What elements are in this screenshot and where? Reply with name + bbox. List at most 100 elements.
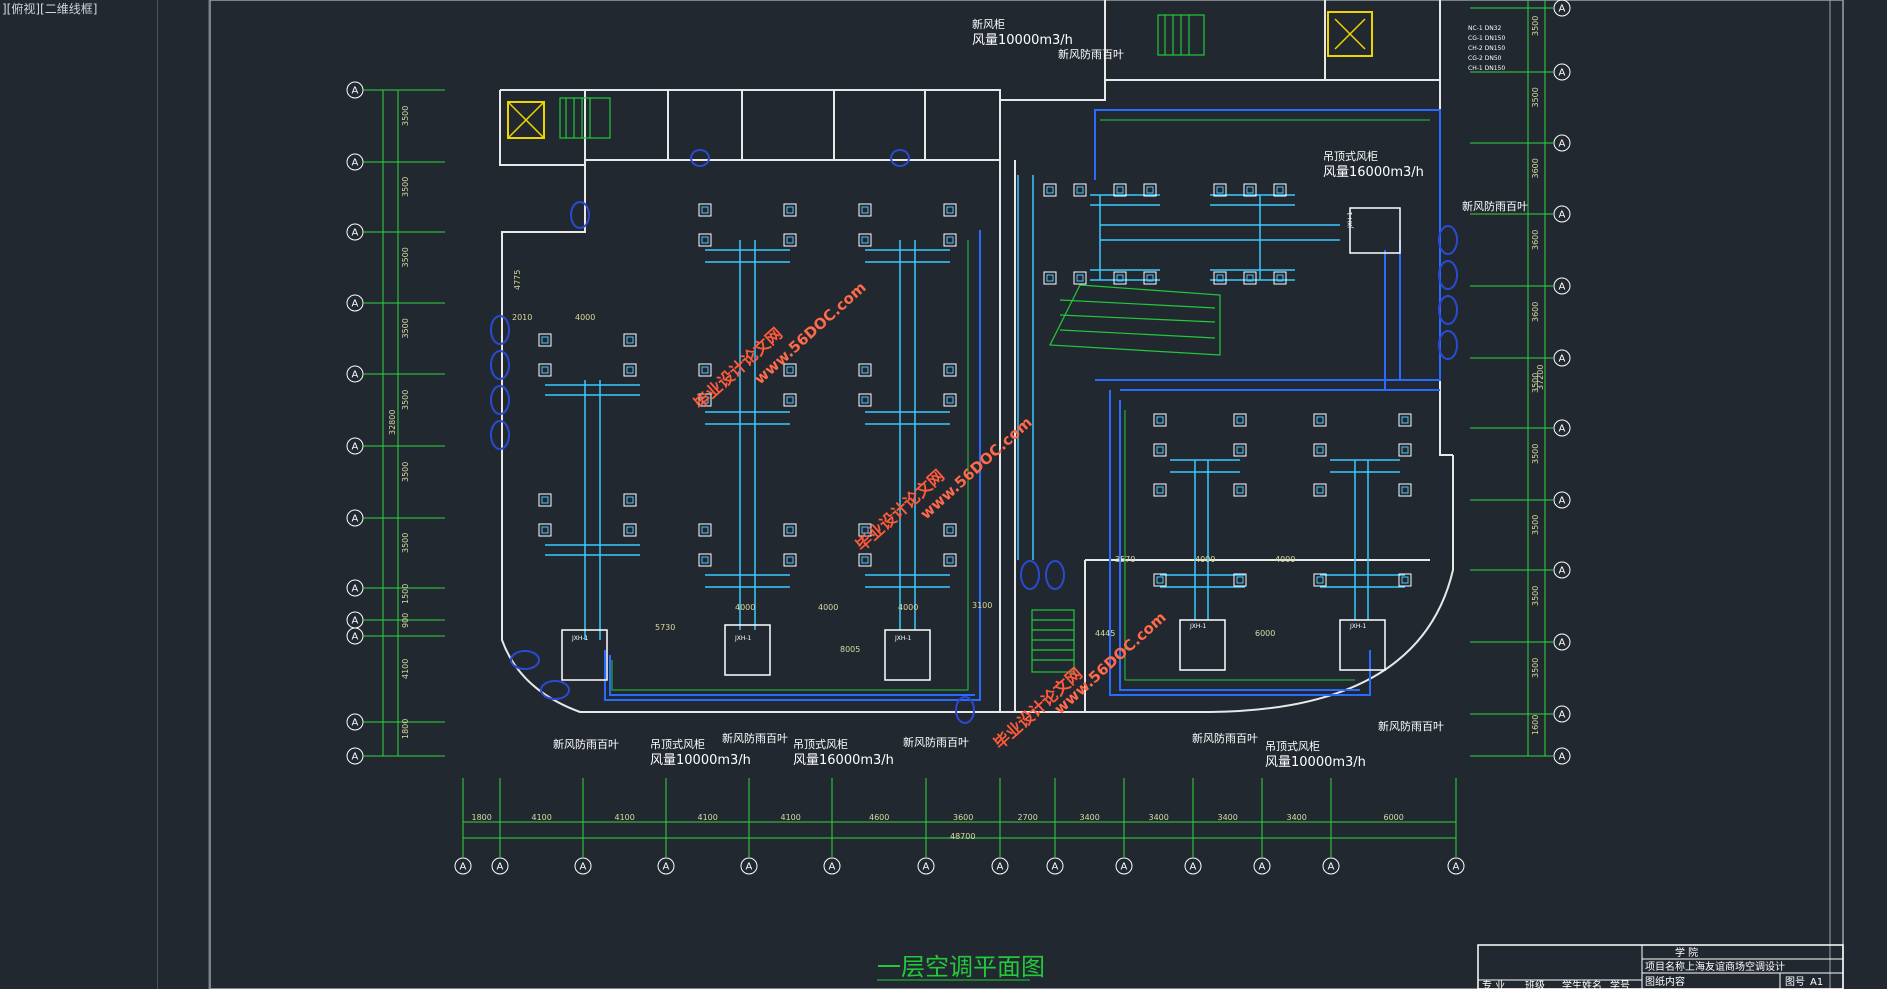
diffuser-10	[698, 363, 712, 377]
svg-text:JXH-1: JXH-1	[1189, 623, 1207, 630]
svg-text:A: A	[1559, 68, 1566, 79]
left-dim-10: 1800	[401, 719, 410, 739]
grid-bubble-right-4: A	[1553, 277, 1571, 295]
svg-text:4000: 4000	[575, 313, 595, 322]
diffuser-28	[943, 363, 957, 377]
diffuser-38	[1273, 183, 1287, 197]
ahu-3: JXH-1	[884, 629, 931, 681]
diffuser-17	[783, 393, 797, 407]
right-dim-4: 3600	[1531, 302, 1540, 322]
svg-text:4000: 4000	[1275, 555, 1295, 564]
bottom-total-dim: 48700	[950, 832, 975, 841]
title-block: 学 院 项目名称 上海友谊商场空调设计 图纸内容 图号 A1 专 业 班级 学生…	[1477, 944, 1844, 989]
grid-bubble-right-10: A	[1553, 705, 1571, 723]
label-louver-br2: 新风防雨百叶	[1378, 719, 1444, 733]
svg-text:6000: 6000	[1255, 629, 1275, 638]
svg-text:A: A	[1453, 862, 1460, 873]
label-ceiling-unit-flow: 风量16000m3/h	[1323, 165, 1424, 180]
svg-text:A: A	[746, 862, 753, 873]
right-dim-9: 3500	[1531, 658, 1540, 678]
diffuser-15	[783, 233, 797, 247]
svg-text:A: A	[580, 862, 587, 873]
diffuser-55	[1398, 413, 1412, 427]
grid-bubble-left-8: A	[346, 611, 364, 629]
right-dim-10: 1600	[1531, 715, 1540, 735]
bottom-dim-3: 4100	[698, 813, 718, 822]
grid-bubble-right-1: A	[1553, 63, 1571, 81]
grid-bubble-left-10: A	[346, 713, 364, 731]
diffuser-34	[1113, 183, 1127, 197]
diffuser-14	[783, 203, 797, 217]
diffuser-48	[1153, 483, 1167, 497]
grid-bubble-left-5: A	[346, 437, 364, 455]
diffuser-43	[1213, 271, 1227, 285]
diffuser-22	[858, 363, 872, 377]
watermarks: 毕业设计论文网 www.56DOC.com 毕业设计论文网 www.56DOC.…	[690, 278, 1170, 753]
svg-text:A: A	[352, 228, 359, 239]
grid-bubble-bottom-1: A	[491, 857, 509, 875]
bottom-dim-8: 3400	[1080, 813, 1100, 822]
left-dim-4: 3500	[401, 390, 410, 410]
diffuser-56	[1398, 443, 1412, 457]
svg-text:A: A	[1559, 710, 1566, 721]
svg-text:A: A	[1052, 862, 1059, 873]
label-fresh-cabinet-top: 新风柜	[972, 17, 1005, 31]
grid-bubble-left-6: A	[346, 509, 364, 527]
svg-text:图号: 图号	[1785, 976, 1805, 988]
bottom-dim-5: 4600	[869, 813, 889, 822]
right-dim-8: 3500	[1531, 586, 1540, 606]
svg-text:JXH-1: JXH-1	[734, 635, 752, 642]
left-dim-2: 3500	[401, 247, 410, 267]
svg-text:4000: 4000	[898, 603, 918, 612]
grid-bubble-bottom-13: A	[1447, 857, 1465, 875]
label-ceiling-unit: 吊顶式风柜	[1323, 150, 1378, 163]
label-ceiling-bl: 吊顶式风柜	[650, 738, 705, 751]
grid-bubble-bottom-0: A	[454, 857, 472, 875]
diffuser-5	[623, 363, 637, 377]
grid-bubble-bottom-3: A	[657, 857, 675, 875]
svg-text:A: A	[1559, 638, 1566, 649]
label-louver-right: 新风防雨百叶	[1462, 199, 1528, 213]
diffuser-41	[1113, 271, 1127, 285]
svg-text:A: A	[352, 718, 359, 729]
diffuser-35	[1143, 183, 1157, 197]
diffuser-58	[1153, 573, 1167, 587]
diffuser-26	[943, 203, 957, 217]
label-ceiling-bm-flow: 风量16000m3/h	[793, 753, 894, 768]
diffuser-8	[698, 203, 712, 217]
diffuser-51	[1233, 483, 1247, 497]
diffuser-54	[1313, 483, 1327, 497]
svg-text:5730: 5730	[655, 623, 675, 632]
drawing-area-border	[208, 0, 209, 989]
diffuser-29	[943, 393, 957, 407]
diffuser-3	[538, 523, 552, 537]
grid-bubble-bottom-7: A	[991, 857, 1009, 875]
label-ceiling-bm: 吊顶式风柜	[793, 738, 848, 751]
svg-text:A: A	[352, 86, 359, 97]
right-dim-2: 3600	[1531, 158, 1540, 178]
grid-bubble-right-0: A	[1553, 0, 1571, 17]
viewport-label[interactable]: ][俯视][二维线框]	[2, 2, 98, 16]
ahu-5: JXH-1	[1339, 619, 1386, 671]
air-handling-units: JXH-1 JXH-1 JXH-1 JXH-1 JXH-1 JXH-1	[561, 207, 1401, 681]
bottom-dim-9: 3400	[1149, 813, 1169, 822]
right-dim-3: 3600	[1531, 230, 1540, 250]
diffuser-45	[1273, 271, 1287, 285]
label-louver-top: 新风防雨百叶	[1058, 47, 1124, 61]
diffuser-44	[1243, 271, 1257, 285]
diffuser-32	[1043, 183, 1057, 197]
diffuser-19	[783, 553, 797, 567]
left-dim-9: 4100	[401, 659, 410, 679]
diffuser-2	[538, 493, 552, 507]
svg-text:A: A	[352, 584, 359, 595]
svg-text:A: A	[1190, 862, 1197, 873]
left-panel-border	[157, 0, 158, 989]
grid-bubble-right-3: A	[1553, 205, 1571, 223]
svg-text:A: A	[1559, 354, 1566, 365]
grid-bubble-bottom-6: A	[917, 857, 935, 875]
svg-text:JXH-1: JXH-1	[571, 635, 589, 642]
diffuser-52	[1313, 413, 1327, 427]
